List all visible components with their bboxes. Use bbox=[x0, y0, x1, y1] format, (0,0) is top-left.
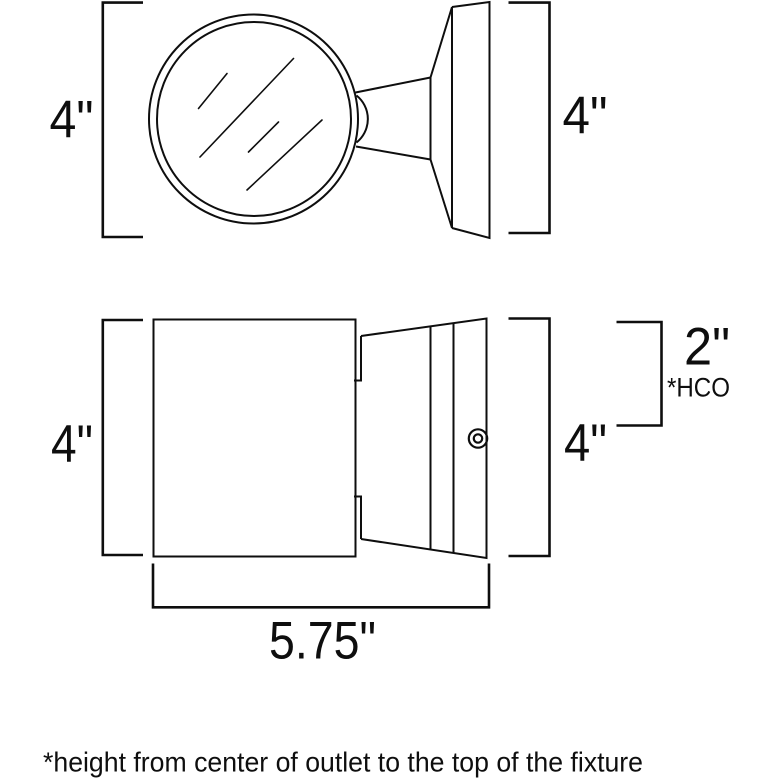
lens-outer-circle bbox=[148, 13, 359, 225]
canopy-trapezoid bbox=[360, 317, 488, 560]
front-view: 4" 4" bbox=[50, 0, 608, 240]
side-right-dim-bracket bbox=[508, 317, 551, 558]
fixture-body-outline bbox=[152, 318, 357, 558]
glass-hatch-line bbox=[246, 119, 323, 191]
width-dim-label: 5.75" bbox=[269, 612, 376, 671]
canopy-clip-bottom bbox=[354, 495, 362, 539]
footnote-text: *height from center of outlet to the top… bbox=[43, 747, 643, 778]
lens-bezel-arc bbox=[355, 94, 369, 144]
glass-hatch-line bbox=[197, 72, 228, 110]
canopy-clip-top bbox=[354, 336, 362, 382]
hco-dim-label: 2" bbox=[684, 318, 730, 377]
lens-inner-circle bbox=[156, 21, 352, 217]
glass-hatch-line bbox=[247, 121, 280, 153]
canopy-plate bbox=[451, 0, 491, 240]
screw-head-inner bbox=[472, 433, 484, 444]
side-left-dim-label: 4" bbox=[51, 415, 93, 474]
width-dim-bracket bbox=[151, 563, 491, 609]
front-left-dim-label: 4" bbox=[50, 91, 94, 150]
canopy-cone bbox=[429, 6, 453, 229]
hco-abbr-label: *HCO bbox=[667, 373, 730, 403]
hco-dim-bracket bbox=[616, 320, 663, 427]
front-left-dim-bracket bbox=[101, 1, 143, 239]
side-left-dim-bracket bbox=[101, 318, 143, 557]
side-right-dim-label: 4" bbox=[564, 414, 607, 473]
side-view: 4" 4" 2" *HCO 5.75" bbox=[51, 317, 730, 671]
glass-hatch-line bbox=[199, 57, 295, 158]
screw-head-outer bbox=[467, 428, 489, 449]
front-right-dim-label: 4" bbox=[563, 87, 608, 146]
front-right-dim-bracket bbox=[508, 1, 551, 235]
mount-neck-top-line bbox=[355, 76, 431, 94]
mount-neck-bottom-line bbox=[355, 145, 431, 161]
